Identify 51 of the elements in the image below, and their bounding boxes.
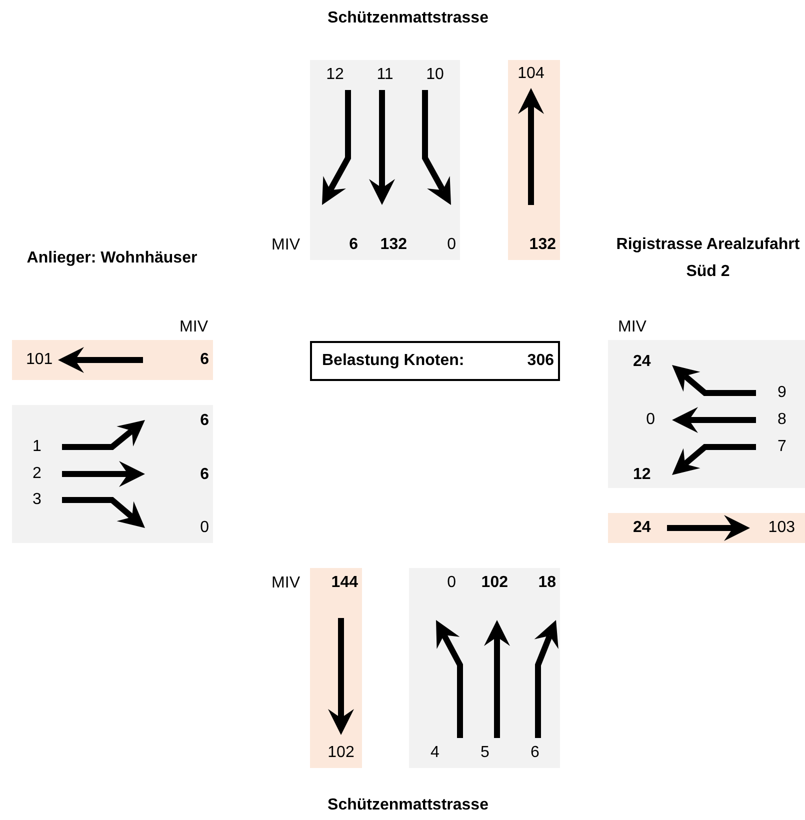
traffic-count: 132 [380,236,407,254]
lane-number: 2 [32,465,42,483]
load-value: 306 [527,352,554,370]
lane-number: 12 [326,66,344,84]
mode-label: MIV [180,318,208,338]
mode-label: MIV [272,236,300,256]
approach-lane-panel [310,60,460,260]
traffic-count: 6 [349,236,358,254]
traffic-count: 24 [633,519,651,537]
exit-lane-panel [12,340,213,380]
traffic-count: 132 [529,236,556,254]
approach-lane-panel [409,568,560,768]
lane-number: 11 [376,66,394,84]
traffic-count: 18 [538,574,556,592]
lane-number: 8 [778,411,786,429]
approach-lane-panel [608,340,805,488]
traffic-count: 0 [447,236,456,254]
street-name: Schützenmattstrasse [328,8,488,28]
lane-number: 10 [426,66,444,84]
street-name: Schützenmattstrasse [328,796,488,816]
traffic-count: 24 [633,353,651,371]
lane-number: 7 [778,438,786,456]
lane-number: 4 [430,744,440,762]
lane-number: 102 [328,744,354,762]
mode-label: MIV [618,318,646,338]
lane-number: 101 [26,351,53,369]
exit-lane-panel [608,513,805,543]
traffic-count: 0 [447,574,456,592]
street-name: Rigistrasse Arealzufahrt Süd 2 [615,235,801,282]
mode-label: MIV [272,574,300,594]
lane-number: 104 [518,65,544,83]
lane-number: 6 [530,744,540,762]
lane-number: 103 [768,519,795,537]
traffic-count: 102 [481,574,508,592]
lane-number: 5 [480,744,490,762]
exit-lane-panel [508,60,560,260]
traffic-count: 12 [633,466,651,484]
traffic-count: 0 [646,411,655,429]
traffic-count: 144 [331,574,358,592]
summary-box [310,341,560,381]
load-label: Belastung Knoten: [322,352,464,370]
exit-lane-panel [310,568,362,768]
lane-number: 3 [32,491,42,509]
traffic-count: 6 [200,412,209,430]
access-name: Anlieger: Wohnhäuser [26,248,198,268]
lane-number: 9 [778,384,786,402]
traffic-count: 6 [200,351,209,369]
traffic-count: 0 [200,519,209,537]
approach-lane-panel [12,405,213,543]
lane-number: 1 [32,438,42,456]
traffic-count: 6 [200,466,209,484]
